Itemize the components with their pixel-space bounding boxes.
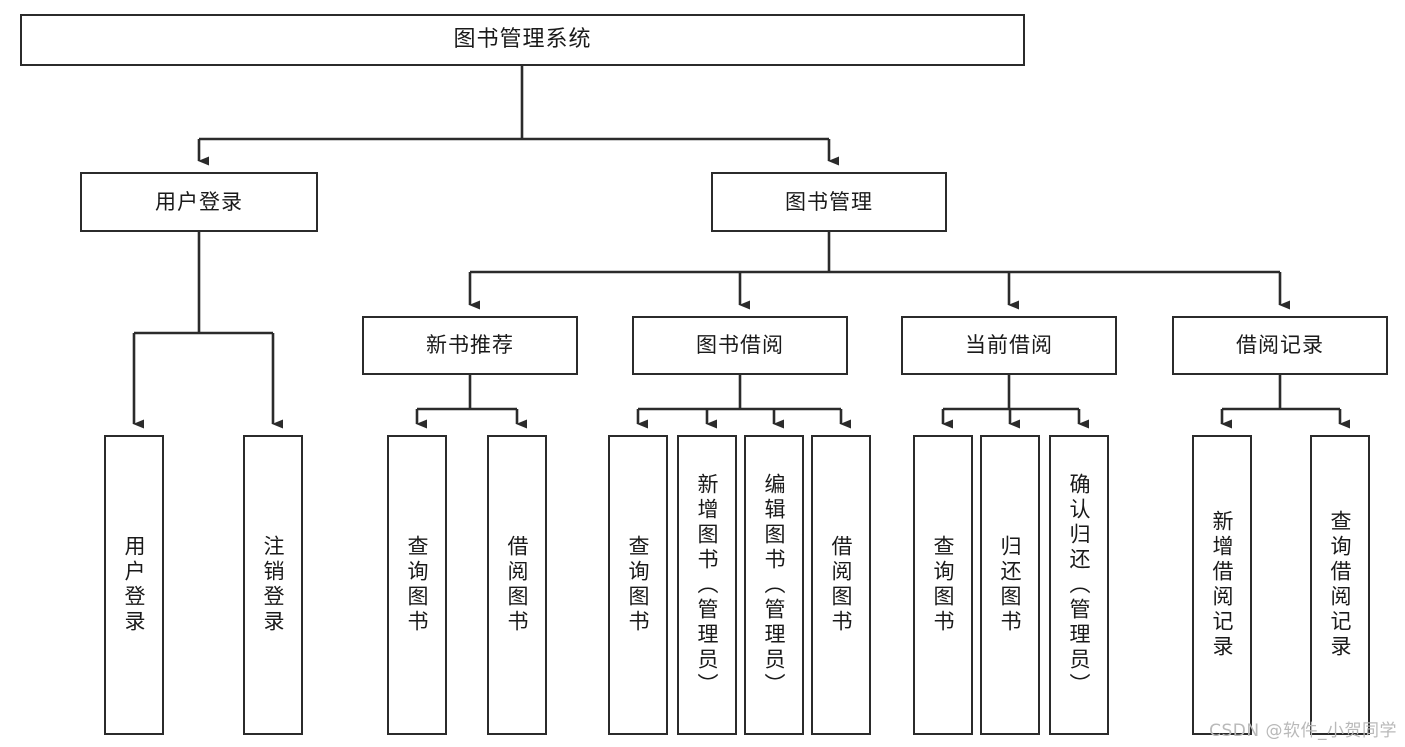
node-root-label: 图书管理系统 bbox=[453, 26, 592, 52]
node-leaf-query-book-borrow[interactable]: 查询图书 bbox=[608, 435, 668, 735]
node-leaf-add-book-admin[interactable]: 新增图书（管理员） bbox=[677, 435, 737, 735]
node-new-book-recommend-label: 新书推荐 bbox=[426, 333, 514, 358]
node-book-borrow[interactable]: 图书借阅 bbox=[632, 316, 848, 375]
node-book-manage-label: 图书管理 bbox=[785, 189, 873, 214]
node-root[interactable]: 图书管理系统 bbox=[20, 14, 1025, 66]
node-leaf-user-login-label: 用户登录 bbox=[122, 535, 147, 635]
node-leaf-confirm-return-admin-label: 确认归还（管理员） bbox=[1067, 472, 1092, 698]
node-leaf-query-borrow-record[interactable]: 查询借阅记录 bbox=[1310, 435, 1370, 735]
node-leaf-borrow-book-recommend-label: 借阅图书 bbox=[505, 535, 530, 635]
node-new-book-recommend[interactable]: 新书推荐 bbox=[362, 316, 578, 375]
node-book-borrow-label: 图书借阅 bbox=[696, 333, 784, 358]
node-leaf-return-book-label: 归还图书 bbox=[998, 535, 1023, 635]
node-borrow-record-label: 借阅记录 bbox=[1236, 333, 1324, 358]
node-borrow-record[interactable]: 借阅记录 bbox=[1172, 316, 1388, 375]
node-current-borrow[interactable]: 当前借阅 bbox=[901, 316, 1117, 375]
node-user-login-label: 用户登录 bbox=[155, 189, 243, 214]
node-leaf-add-borrow-record-label: 新增借阅记录 bbox=[1210, 510, 1235, 660]
node-leaf-user-login[interactable]: 用户登录 bbox=[104, 435, 164, 735]
watermark-text: CSDN @软件_小贺同学 bbox=[1209, 721, 1397, 741]
node-leaf-borrow-book-recommend[interactable]: 借阅图书 bbox=[487, 435, 547, 735]
node-user-login[interactable]: 用户登录 bbox=[80, 172, 318, 232]
node-leaf-query-book-current[interactable]: 查询图书 bbox=[913, 435, 973, 735]
node-leaf-borrow-book-label: 借阅图书 bbox=[829, 535, 854, 635]
node-leaf-query-book-recommend-label: 查询图书 bbox=[405, 535, 430, 635]
node-leaf-add-book-admin-label: 新增图书（管理员） bbox=[695, 472, 720, 698]
node-leaf-confirm-return-admin[interactable]: 确认归还（管理员） bbox=[1049, 435, 1109, 735]
node-current-borrow-label: 当前借阅 bbox=[965, 333, 1053, 358]
node-leaf-edit-book-admin[interactable]: 编辑图书（管理员） bbox=[744, 435, 804, 735]
node-leaf-borrow-book[interactable]: 借阅图书 bbox=[811, 435, 871, 735]
node-leaf-query-book-recommend[interactable]: 查询图书 bbox=[387, 435, 447, 735]
node-leaf-return-book[interactable]: 归还图书 bbox=[980, 435, 1040, 735]
node-leaf-query-book-borrow-label: 查询图书 bbox=[626, 535, 651, 635]
node-leaf-logout[interactable]: 注销登录 bbox=[243, 435, 303, 735]
node-book-manage[interactable]: 图书管理 bbox=[711, 172, 947, 232]
node-leaf-logout-label: 注销登录 bbox=[261, 535, 286, 635]
node-leaf-query-borrow-record-label: 查询借阅记录 bbox=[1328, 510, 1353, 660]
node-leaf-edit-book-admin-label: 编辑图书（管理员） bbox=[762, 472, 787, 698]
node-leaf-query-book-current-label: 查询图书 bbox=[931, 535, 956, 635]
node-leaf-add-borrow-record[interactable]: 新增借阅记录 bbox=[1192, 435, 1252, 735]
